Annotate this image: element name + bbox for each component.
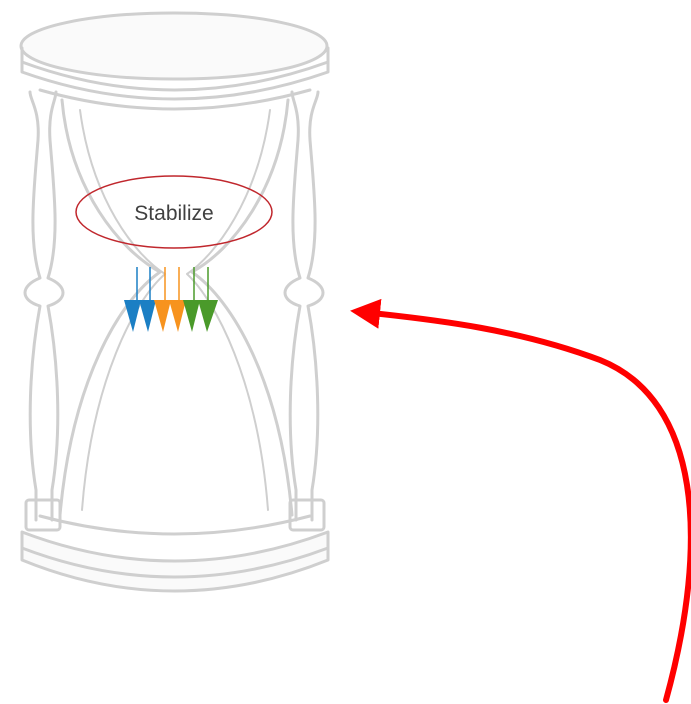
hourglass-top-cap (21, 13, 327, 79)
stabilize-callout: Stabilize (76, 176, 272, 248)
curved-arrow-icon (362, 312, 691, 700)
downward-arrow-icons (124, 267, 218, 332)
hourglass-left-pillar (25, 92, 63, 520)
hourglass-right-pillar (285, 92, 323, 520)
stabilize-label: Stabilize (134, 202, 213, 225)
